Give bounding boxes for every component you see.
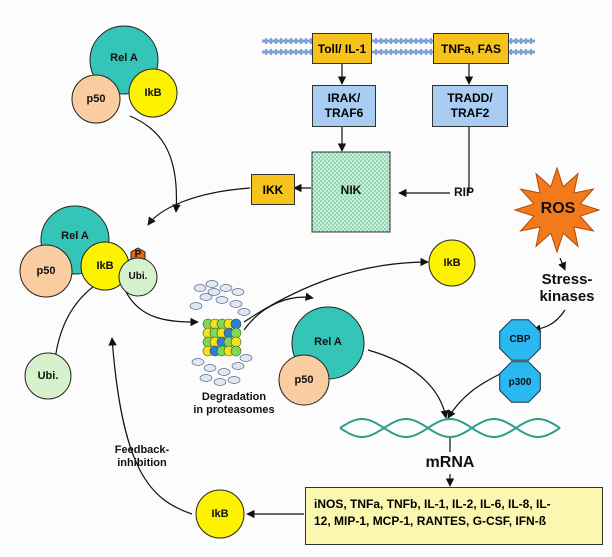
released-ikb-label: IkB xyxy=(443,257,461,269)
proteasome xyxy=(189,280,253,386)
rip-label: RIP xyxy=(453,185,474,199)
ubi-mid-label: Ubi. xyxy=(128,271,148,282)
proteasome-subunit xyxy=(230,345,242,357)
proteasome-subunit xyxy=(230,318,242,330)
pathway-arrows xyxy=(54,64,566,519)
traf6-label: TRAF6 xyxy=(324,106,364,120)
arrow-ubi-up xyxy=(54,279,104,361)
ubi-mid xyxy=(118,257,158,297)
ros-label: ROS xyxy=(540,200,576,217)
rela-top-label: Rel A xyxy=(110,52,138,64)
ubiquitin-fragment xyxy=(191,358,205,366)
dna-helix xyxy=(339,417,561,439)
proteasome-subunit xyxy=(230,336,242,348)
irak-traf6-box: IRAK/ TRAF6 xyxy=(312,85,376,127)
feedback-label: Feedback- inhibition xyxy=(92,444,192,469)
ubiquitin-fragment xyxy=(219,284,233,292)
rela-active-label: Rel A xyxy=(314,336,342,348)
arrow-to-active-dimer xyxy=(243,292,314,331)
ikk-box: IKK xyxy=(251,174,295,205)
arrow-dimer-to-dna xyxy=(367,349,449,419)
feedback-ikb xyxy=(195,489,245,539)
p300-label: p300 xyxy=(508,377,532,388)
ubiquitin-fragment xyxy=(215,296,229,304)
arrow-feedback xyxy=(108,337,193,515)
ubiquitin-fragment xyxy=(213,378,227,386)
irak-label: IRAK/ xyxy=(327,91,361,105)
ubiquitin-fragment xyxy=(227,376,241,384)
arrow-ikk-to-complex xyxy=(147,187,251,226)
ikb-mid-label: IkB xyxy=(96,260,114,272)
complex-mid xyxy=(19,205,158,298)
p300-octagon xyxy=(499,361,541,403)
gene-products-line2: 12, MIP-1, MCP-1, RANTES, G-CSF, IFN-ß xyxy=(314,514,547,529)
complex-top xyxy=(71,25,178,124)
p50-top xyxy=(71,74,121,124)
tradd-traf2-box: TRADD/ TRAF2 xyxy=(432,85,508,127)
proteasome-label-line1: Degradation xyxy=(201,391,267,403)
ubiquitin-fragment xyxy=(207,288,221,296)
stress-label-line1: Stress- xyxy=(541,271,593,288)
arrow-ros-to-stress xyxy=(558,257,566,271)
nik-box xyxy=(311,151,391,233)
nik-label: NIK xyxy=(340,183,362,197)
rela-mid-label: Rel A xyxy=(61,230,89,242)
ubiquitin-fragment xyxy=(229,300,243,308)
free-ubi-label: Ubi. xyxy=(37,370,59,382)
p50-mid xyxy=(19,244,73,298)
ubiquitin-fragment xyxy=(205,280,219,288)
ros-starburst xyxy=(513,166,601,254)
free-ubi xyxy=(24,352,72,400)
ikb-top-label: IkB xyxy=(144,87,162,99)
arrow-top-complex-down xyxy=(129,115,181,213)
feedback-label-line2: inhibition xyxy=(117,456,167,469)
ubiquitin-fragment xyxy=(203,364,217,372)
tnfa-fas-receptor: TNFa, FAS xyxy=(433,33,509,64)
ubiquitin-fragment xyxy=(189,302,203,310)
stress-kinases-label: Stress- kinases xyxy=(527,271,607,306)
p50-active-label: p50 xyxy=(294,374,314,386)
toll-il1-receptor: Toll/ IL-1 xyxy=(312,33,372,64)
arrow-cbp-to-dna xyxy=(447,373,501,419)
released-ikb xyxy=(428,239,476,287)
proteasome-label-line2: in proteasomes xyxy=(193,403,275,416)
ubiquitin-fragment xyxy=(237,308,251,316)
feedback-ikb-label: IkB xyxy=(211,508,229,520)
ikb-top xyxy=(128,68,178,118)
arrow-stress-to-cbp xyxy=(532,309,566,333)
traf2-label: TRAF2 xyxy=(450,106,490,120)
stress-label-line2: kinases xyxy=(539,288,595,306)
ubiquitin-fragment xyxy=(199,374,213,382)
ubiquitin-fragment xyxy=(193,284,207,292)
ubiquitin-fragment xyxy=(199,293,213,301)
p50-active xyxy=(278,354,330,406)
mrna-label: mRNA xyxy=(425,454,475,471)
feedback-label-line1: Feedback- xyxy=(114,444,170,456)
ubiquitin-fragment xyxy=(231,362,245,370)
proteasome-subunit xyxy=(230,327,242,339)
phospho-label: P xyxy=(134,249,142,260)
gene-products-line1: iNOS, TNFa, TNFb, IL-1, IL-2, IL-6, IL-8… xyxy=(314,497,551,511)
p50-mid-label: p50 xyxy=(36,265,56,277)
cbp-label: CBP xyxy=(509,334,531,345)
ubiquitin-fragment xyxy=(239,354,253,362)
ubiquitin-fragment xyxy=(217,368,231,376)
cbp-octagon xyxy=(499,319,541,361)
p50-top-label: p50 xyxy=(86,93,106,105)
tradd-label: TRADD/ xyxy=(447,91,493,105)
ubiquitin-fragment xyxy=(231,288,245,296)
proteasome-label: Degradation in proteasomes xyxy=(186,391,282,416)
active-dimer xyxy=(278,306,365,406)
arrow-complex-to-proteasome xyxy=(124,289,199,327)
gene-products-box: iNOS, TNFa, TNFb, IL-1, IL-2, IL-6, IL-8… xyxy=(305,487,603,545)
